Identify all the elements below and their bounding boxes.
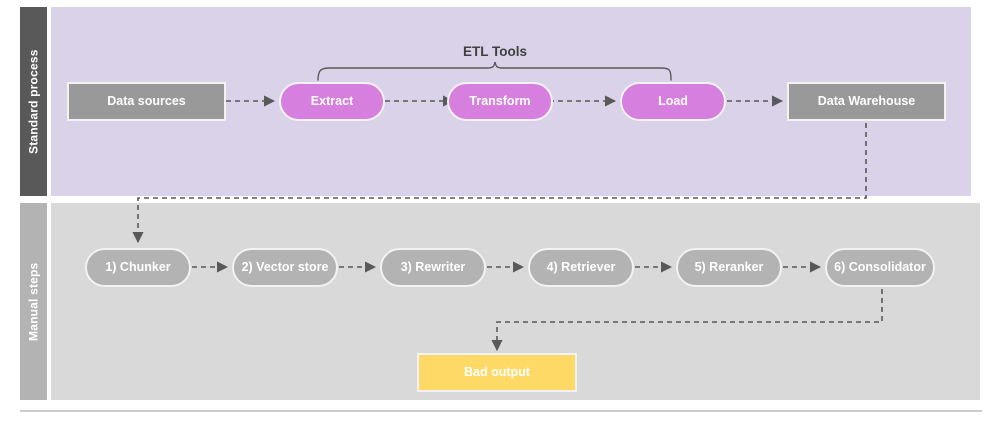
lane-header-standard-process: Standard process (20, 7, 47, 196)
node-data-warehouse[interactable]: Data Warehouse (787, 82, 946, 121)
lane-label-manual-steps: Manual steps (26, 262, 41, 341)
node-extract[interactable]: Extract (279, 82, 385, 121)
node-label-extract: Extract (310, 94, 354, 109)
node-bad-output[interactable]: Bad output (417, 353, 577, 392)
lane-header-manual-steps: Manual steps (20, 203, 47, 400)
node-label-reranker: 5) Reranker (694, 260, 764, 275)
node-reranker[interactable]: 5) Reranker (676, 248, 782, 287)
node-label-load: Load (658, 94, 688, 109)
node-retriever[interactable]: 4) Retriever (528, 248, 634, 287)
node-load[interactable]: Load (620, 82, 726, 121)
node-rewriter[interactable]: 3) Rewriter (380, 248, 486, 287)
node-label-bad-output: Bad output (464, 365, 530, 380)
bottom-divider (20, 410, 982, 412)
node-label-retriever: 4) Retriever (546, 260, 616, 275)
etl-tools-label: ETL Tools (463, 44, 527, 59)
node-transform[interactable]: Transform (447, 82, 553, 121)
node-label-data-warehouse: Data Warehouse (817, 94, 916, 109)
node-label-data-sources: Data sources (107, 94, 186, 109)
node-label-rewriter: 3) Rewriter (400, 260, 466, 275)
node-label-transform: Transform (469, 94, 531, 109)
node-label-consolidator: 6) Consolidator (834, 260, 926, 275)
node-label-chunker: 1) Chunker (105, 260, 171, 275)
node-vector-store[interactable]: 2) Vector store (232, 248, 338, 287)
lane-label-standard-process: Standard process (26, 49, 41, 154)
node-data-sources[interactable]: Data sources (67, 82, 226, 121)
node-chunker[interactable]: 1) Chunker (85, 248, 191, 287)
node-consolidator[interactable]: 6) Consolidator (825, 248, 935, 287)
node-label-vector-store: 2) Vector store (241, 260, 329, 275)
